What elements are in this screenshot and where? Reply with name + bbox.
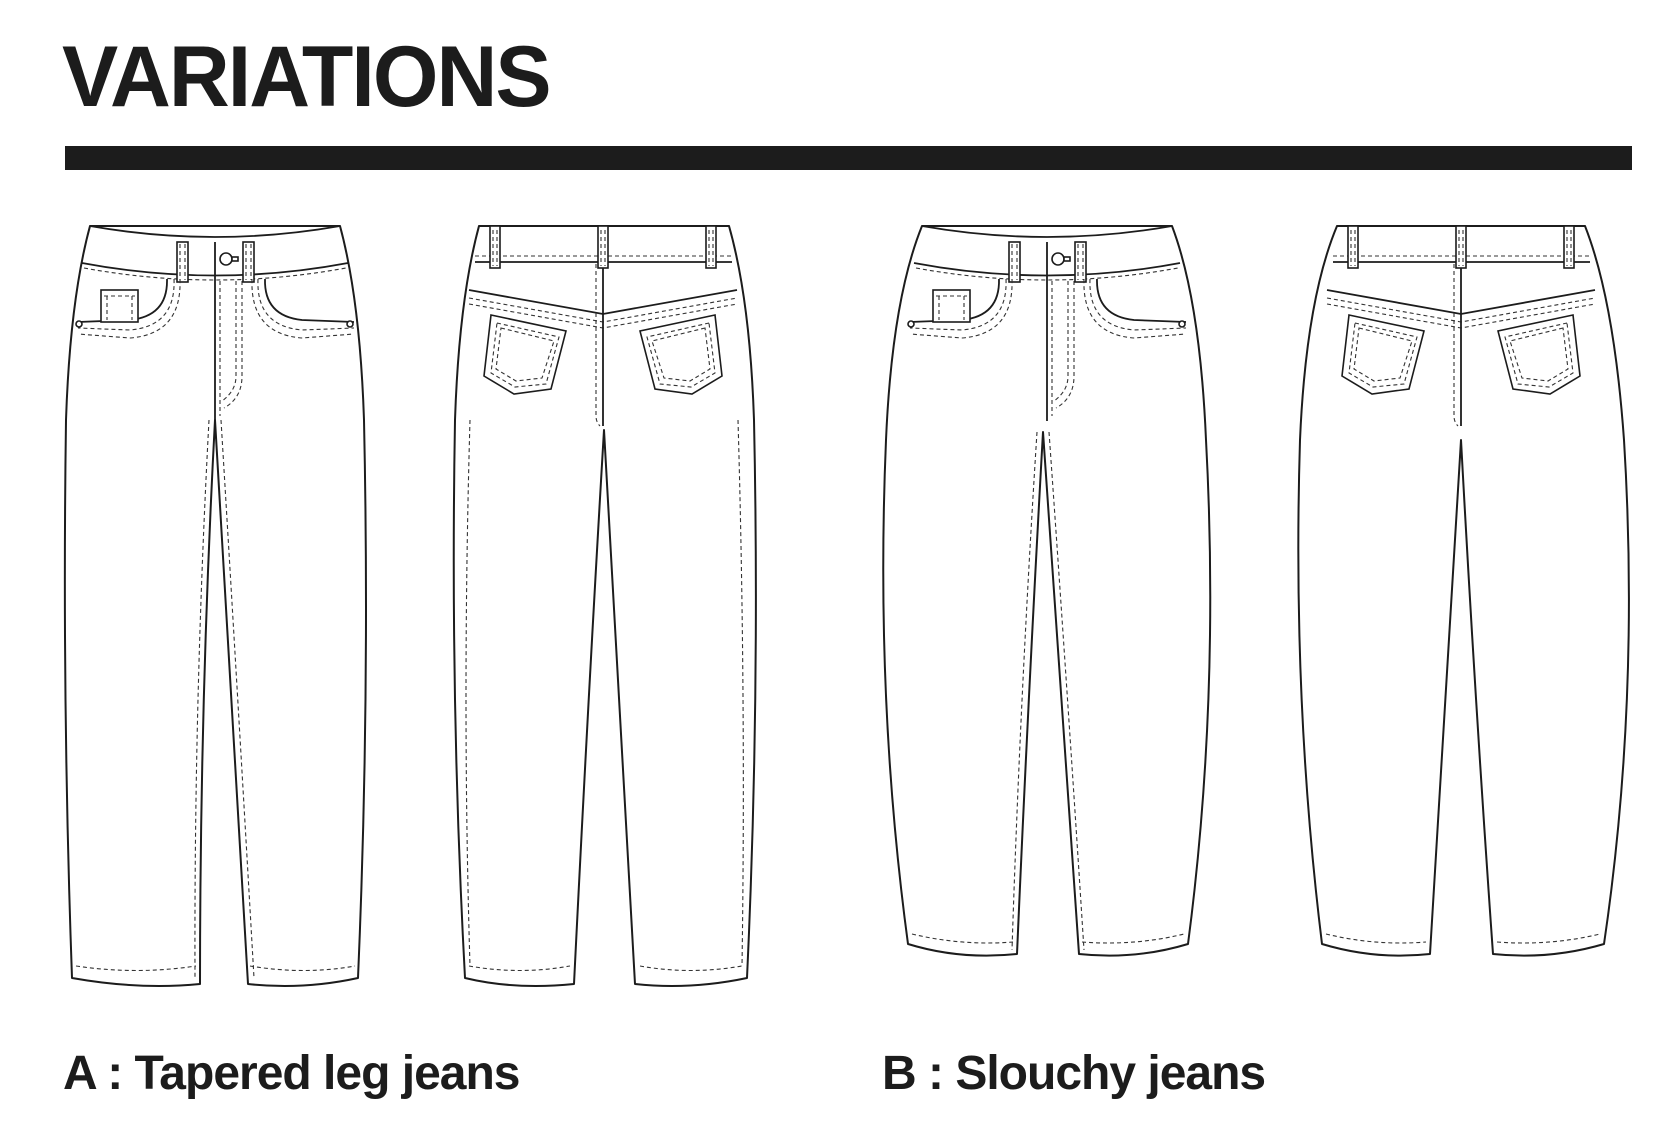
variation-b-label: B : Slouchy jeans	[882, 1047, 1266, 1100]
jeans-a-back-flat	[452, 225, 757, 987]
page-title: VARIATIONS	[62, 29, 552, 125]
title-divider	[65, 146, 1632, 170]
jeans-a-front-flat	[63, 225, 367, 987]
jeans-b-back-flat	[1297, 225, 1630, 957]
variation-a-label: A : Tapered leg jeans	[63, 1047, 520, 1100]
jeans-b-front-flat	[882, 225, 1212, 957]
